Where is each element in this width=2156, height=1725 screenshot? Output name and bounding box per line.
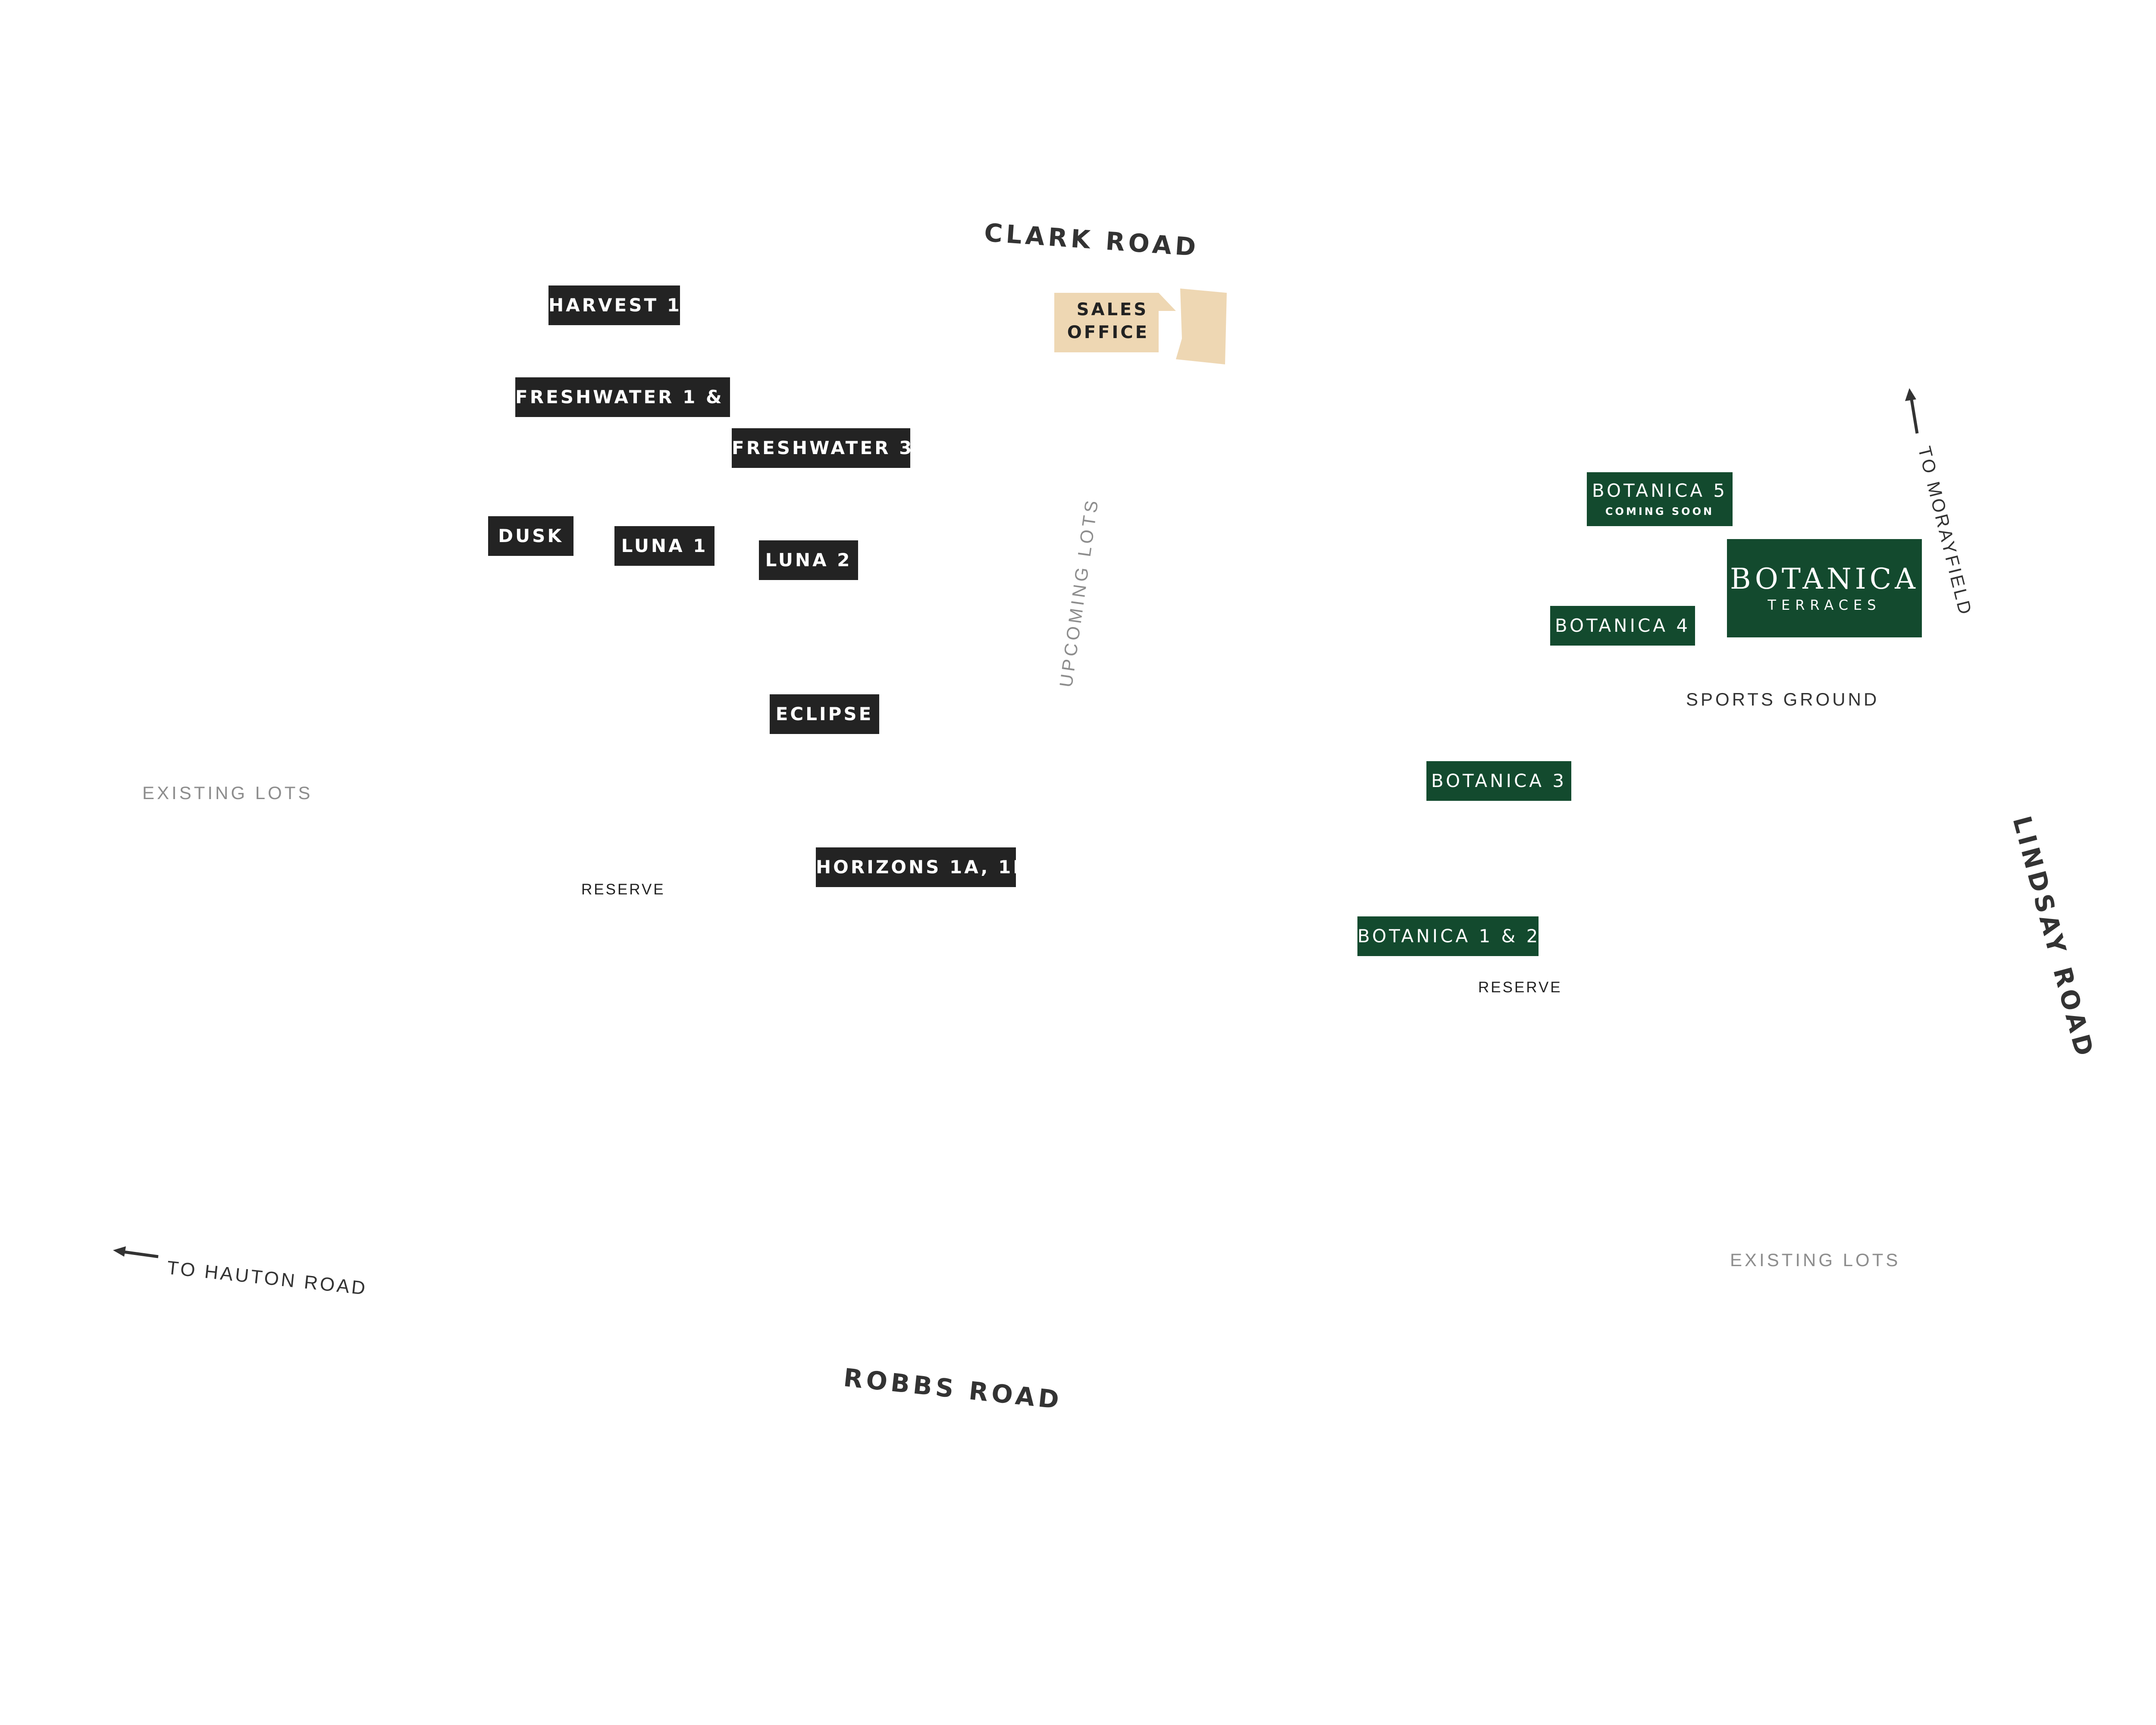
stage-label-harvest-1[interactable]: HARVEST 1 [548, 285, 680, 325]
area-label-reserve-west: RESERVE [581, 881, 665, 898]
road-label-robbs: ROBBS ROAD [842, 1363, 1064, 1415]
area-label-reserve-east: RESERVE [1478, 979, 1562, 996]
stage-label-horizons[interactable]: HORIZONS 1A, 1B [816, 847, 1027, 887]
stage-label-dusk[interactable]: DUSK [488, 516, 573, 556]
area-label-existing-lots-east: EXISTING LOTS [1730, 1250, 1901, 1270]
botanica-terraces-logo: BOTANICA TERRACES [1727, 539, 1922, 637]
area-label-upcoming-lots: UPCOMING LOTS [1056, 496, 1103, 689]
stage-label-freshwater-1-2[interactable]: FRESHWATER 1 & 2 [515, 377, 745, 417]
brand-name: BOTANICA [1730, 562, 1919, 596]
stage-label-luna-1[interactable]: LUNA 1 [614, 526, 714, 566]
area-label-sports-ground: SPORTS GROUND [1686, 689, 1880, 709]
sales-office-shape [1054, 289, 1227, 364]
stage-label-botanica-5-sub: COMING SOON [1605, 505, 1714, 518]
direction-label-morayfield: TO MORAYFIELD [1914, 444, 1976, 618]
stage-label-freshwater-3[interactable]: FRESHWATER 3 [732, 428, 912, 468]
area-label-existing-lots-west: EXISTING LOTS [142, 783, 313, 803]
road-label-lindsay: LINDSAY ROAD [2007, 813, 2100, 1062]
brand-sub: TERRACES [1767, 597, 1881, 613]
arrow-up-icon [1905, 388, 1919, 434]
sales-office-line2: OFFICE [1067, 323, 1150, 342]
stage-label-luna-2[interactable]: LUNA 2 [759, 540, 858, 580]
stage-label-botanica-4[interactable]: BOTANICA 4 [1550, 606, 1695, 646]
stage-label-botanica-3[interactable]: BOTANICA 3 [1426, 761, 1571, 801]
road-label-clark: CLARK ROAD [983, 218, 1200, 262]
stage-label-botanica-5[interactable]: BOTANICA 5 COMING SOON [1587, 472, 1733, 526]
stage-label-eclipse[interactable]: ECLIPSE [770, 694, 879, 734]
direction-label-hauton: TO HAUTON ROAD [166, 1257, 369, 1299]
stage-label-botanica-5-title: BOTANICA 5 [1592, 480, 1728, 501]
arrow-left-icon [113, 1246, 159, 1258]
stage-label-botanica-1-2[interactable]: BOTANICA 1 & 2 [1357, 916, 1539, 956]
sales-office-line1: SALES [1076, 300, 1149, 320]
